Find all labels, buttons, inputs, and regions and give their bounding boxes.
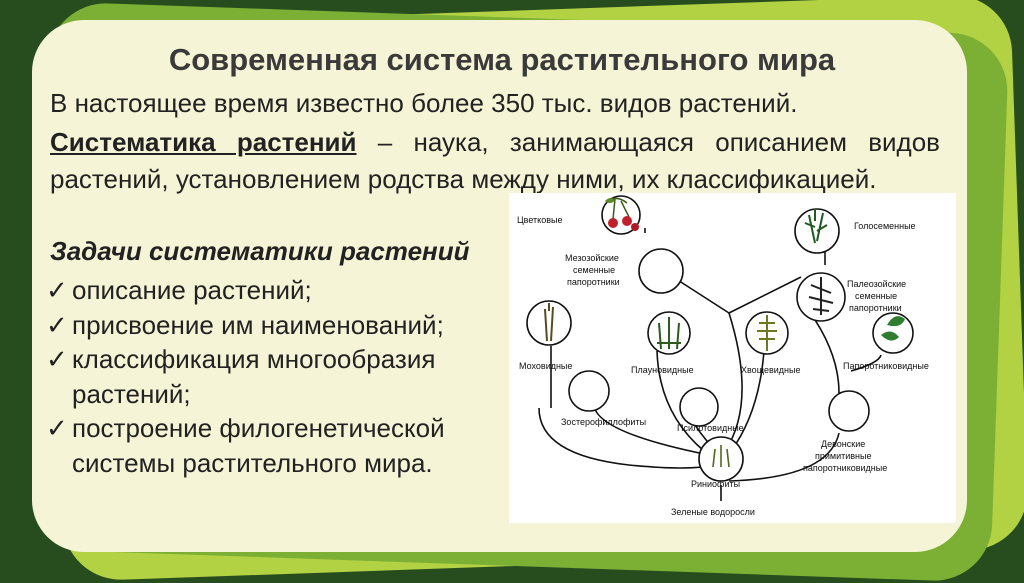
lycopod-icon — [657, 317, 681, 350]
definition-term: Систематика растений — [50, 127, 357, 157]
task-text: построение филогенетической системы раст… — [72, 413, 445, 478]
branch-lycopods-rhyniophytes — [656, 350, 705, 452]
slide-title: Современная система растительного мира — [168, 42, 836, 77]
label-gymnosperms: Голосеменные — [854, 221, 916, 231]
checkmark-icon: ✓ — [46, 275, 68, 305]
label-mosses: Моховидные — [519, 361, 572, 371]
label-lycopods: Плауновидные — [631, 365, 694, 375]
cherry-icon — [605, 197, 639, 231]
branch-paleozoic-devonian — [808, 310, 840, 394]
branch-zostero-rhyniophytes — [593, 405, 710, 456]
definition-paragraph: Систематика растений – наука, занимающая… — [50, 124, 940, 198]
task-text: классификация многообразия растений; — [72, 344, 436, 409]
tasks-heading: Задачи систематики растений — [50, 236, 470, 266]
fern-leaf-icon — [881, 316, 905, 341]
label-mesozoic-2: семенные — [573, 265, 615, 275]
rhyniophyte-icon — [712, 445, 730, 468]
label-mesozoic-1: Мезозойские — [565, 253, 619, 263]
label-zosterophyllophytes: Зостерофиллофиты — [561, 417, 646, 427]
checkmark-icon: ✓ — [46, 309, 68, 340]
node-psilotophytes — [679, 387, 719, 427]
checkmark-icon: ✓ — [46, 344, 68, 374]
task-item: ✓описание растений; — [46, 273, 512, 308]
node-devonian — [828, 390, 870, 432]
label-devonian-2: примитивные — [815, 451, 872, 461]
definition-text: – наука, занимающаяся описанием видов ра… — [50, 127, 940, 194]
horsetail-icon — [757, 315, 777, 351]
node-mosses — [526, 300, 572, 346]
plant-sketches — [544, 197, 905, 468]
intro-line: В настоящее время известно более 350 тыс… — [50, 88, 798, 118]
label-ferns: Папоротниковидные — [843, 361, 929, 371]
task-text: описание растений; — [72, 275, 312, 305]
phylogeny-diagram: Цветковые Голосеменные Мезозойские семен… — [509, 193, 956, 523]
label-paleozoic-1: Палеозойские — [847, 279, 906, 289]
label-mesozoic-3: папоротники — [567, 277, 620, 287]
label-paleozoic-2: семенные — [855, 291, 897, 301]
label-paleozoic-3: папоротники — [849, 303, 902, 313]
checkmark-icon: ✓ — [46, 413, 68, 443]
task-item: ✓присвоение им наименований; — [46, 308, 512, 343]
branch-junction-paleozoic — [728, 276, 802, 314]
label-flowering: Цветковые — [517, 215, 562, 225]
branch-devonian-rhyniophytes — [728, 432, 840, 482]
label-devonian-1: Девонские — [821, 439, 865, 449]
node-mesozoic — [638, 248, 684, 294]
label-devonian-3: папоротниковидные — [803, 463, 887, 473]
gymnosperm-branch-icon — [804, 209, 828, 244]
label-green-algae: Зеленые водоросли — [671, 507, 755, 517]
label-horsetails: Хвощевидные — [741, 365, 801, 375]
task-item: ✓классификация многообразия растений; — [46, 342, 512, 411]
branch-mosses-rhyniophytes — [538, 407, 715, 469]
label-psilotophytes: Псилотовидные — [677, 423, 744, 433]
branch-devonian-ferns — [850, 354, 882, 372]
label-rhyniophytes: Риниофиты — [691, 479, 740, 489]
paleozoic-fern-icon — [808, 277, 834, 315]
tasks-list: ✓описание растений; ✓присвоение им наиме… — [46, 273, 512, 480]
phylogeny-svg: Цветковые Голосеменные Мезозойские семен… — [517, 195, 929, 517]
task-text: присвоение им наименований; — [72, 309, 444, 340]
moss-icon — [544, 303, 554, 342]
node-zosterophyllophytes — [568, 370, 610, 412]
task-item: ✓построение филогенетической системы рас… — [46, 411, 512, 480]
